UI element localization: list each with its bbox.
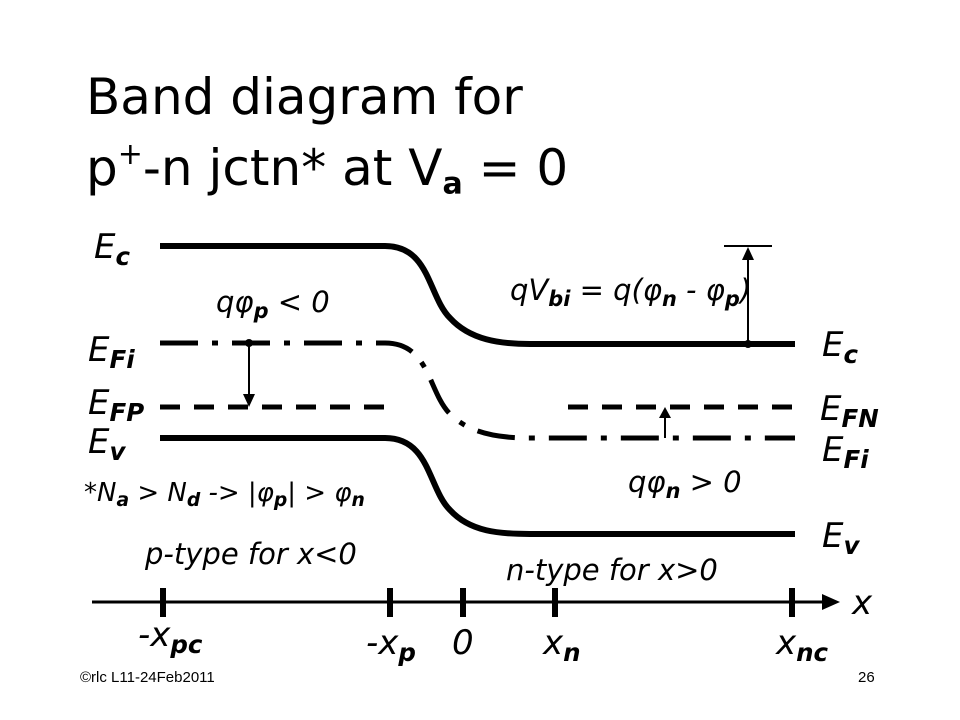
qvbi-arrowhead	[742, 247, 754, 260]
qphi-n-arrowhead	[659, 407, 671, 418]
title-sub-a: a	[442, 166, 463, 202]
x-axis-arrowhead	[822, 594, 840, 610]
valence-band	[160, 435, 795, 537]
label-ev-left: Ev	[88, 422, 126, 466]
label-x-axis: x	[852, 583, 873, 623]
conduction-band	[160, 243, 795, 347]
title-mid: -n jctn* at V	[142, 139, 443, 197]
label-efi-left: EFi	[88, 330, 135, 374]
footer-page-number: 26	[858, 669, 875, 686]
label-tick-xpc: -xpc	[138, 615, 203, 659]
label-ev-right: Ev	[822, 516, 860, 560]
label-efi-right: EFi	[822, 430, 869, 474]
label-qphi-n: qφn > 0	[628, 465, 742, 503]
title-end: = 0	[462, 139, 569, 197]
label-tick-xp: -xp	[366, 623, 416, 667]
label-qphi-p: qφp < 0	[216, 285, 330, 323]
label-ec-right: Ec	[822, 325, 858, 369]
footer-copyright: ©rlc L11-24Feb2011	[80, 669, 215, 686]
label-ec-left: Ec	[94, 227, 130, 271]
label-n-type: n-type for x>0	[506, 553, 718, 587]
title-line-2: p+-n jctn* at Va = 0	[86, 140, 568, 199]
title-plus-sup: +	[117, 137, 143, 172]
title-line-1: Band diagram for	[86, 72, 523, 122]
label-tick-xnc: xnc	[776, 623, 829, 667]
title-p: p	[86, 139, 118, 197]
label-qvbi: qVbi = q(φn - φp)	[510, 273, 752, 311]
qphi-p-arrowhead	[243, 394, 255, 407]
intrinsic-fermi-level	[160, 340, 795, 441]
label-tick-xn: xn	[543, 623, 581, 667]
label-doping-note: *Na > Nd -> |φp| > φn	[84, 478, 365, 512]
label-efp-left: EFP	[88, 383, 145, 427]
label-tick-0: 0	[452, 623, 474, 663]
label-p-type: p-type for x<0	[145, 537, 357, 571]
title-text-1: Band diagram for	[86, 68, 523, 126]
label-efn-right: EFN	[820, 389, 879, 433]
